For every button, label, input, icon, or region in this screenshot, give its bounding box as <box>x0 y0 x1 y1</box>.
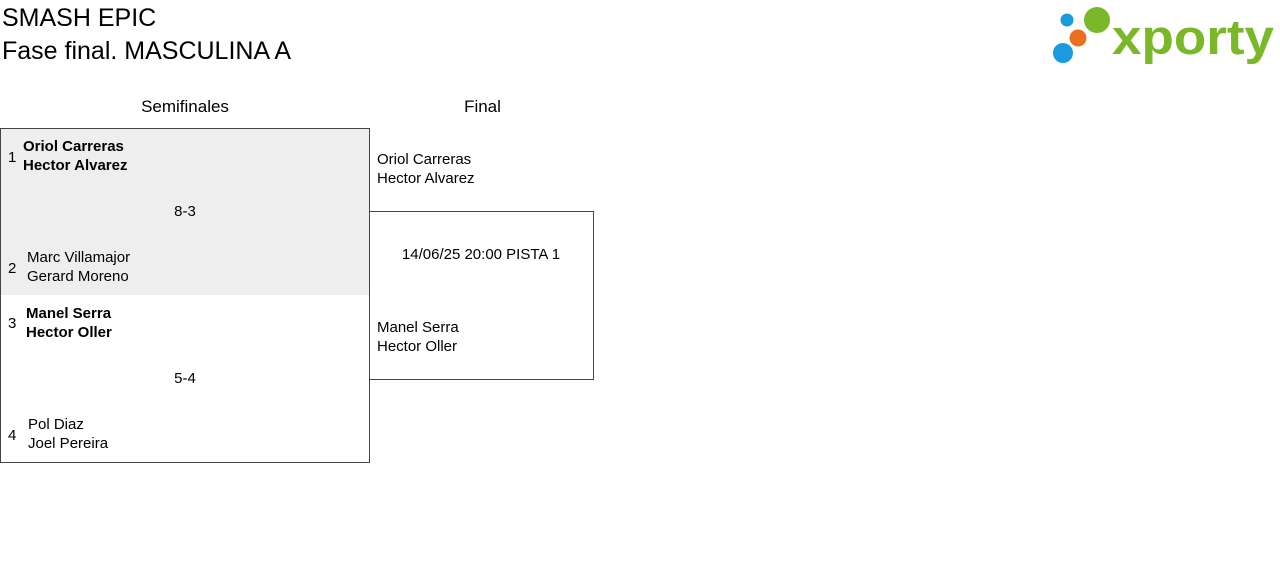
player-name: Manel Serra <box>26 305 112 322</box>
seed-number: 4 <box>8 427 17 444</box>
xporty-logo[interactable]: xporty <box>1050 4 1276 68</box>
player-name: Manel Serra <box>377 319 459 336</box>
semifinals-header: Semifinales <box>141 97 229 116</box>
tournament-title: SMASH EPIC <box>2 4 157 32</box>
logo-wordmark: xporty <box>1112 11 1274 65</box>
player-name: Hector Alvarez <box>377 170 475 187</box>
player-name: Joel Pereira <box>28 435 109 452</box>
logo-dot-blue-small <box>1060 13 1074 27</box>
logo-dot-green <box>1084 7 1110 33</box>
team-winner[interactable]: Oriol Carreras Hector Alvarez <box>23 137 128 175</box>
player-name: Oriol Carreras <box>377 151 472 168</box>
player-name: Hector Alvarez <box>23 157 128 174</box>
logo-dot-blue-large <box>1053 43 1073 63</box>
team[interactable]: Pol Diaz Joel Pereira <box>28 415 108 453</box>
match-score: 5-4 <box>174 370 196 387</box>
player-name: Marc Villamajor <box>27 249 131 266</box>
player-name: Hector Oller <box>377 338 458 355</box>
player-name: Oriol Carreras <box>23 138 124 155</box>
player-name: Hector Oller <box>26 324 112 341</box>
final-team-bottom[interactable]: Manel Serra Hector Oller <box>377 318 459 356</box>
team-winner[interactable]: Manel Serra Hector Oller <box>26 304 112 342</box>
semifinal-match-2[interactable]: 3 Manel Serra Hector Oller 5-4 4 Pol Dia… <box>0 295 370 463</box>
match-score: 8-3 <box>174 203 196 220</box>
player-name: Pol Diaz <box>28 416 84 433</box>
final-team-top[interactable]: Oriol Carreras Hector Alvarez <box>377 150 475 188</box>
seed-number: 1 <box>8 149 17 166</box>
team[interactable]: Marc Villamajor Gerard Moreno <box>27 248 130 286</box>
seed-number: 3 <box>8 315 17 332</box>
seed-number: 2 <box>8 260 17 277</box>
final-header: Final <box>464 97 501 116</box>
semifinal-match-1[interactable]: 1 Oriol Carreras Hector Alvarez 8-3 2 Ma… <box>0 128 370 296</box>
final-schedule: 14/06/25 20:00 PISTA 1 <box>401 246 561 263</box>
player-name: Gerard Moreno <box>27 268 129 285</box>
logo-dot-orange <box>1069 29 1087 47</box>
phase-title: Fase final. MASCULINA A <box>2 37 292 65</box>
final-match[interactable]: 14/06/25 20:00 PISTA 1 <box>369 211 594 380</box>
